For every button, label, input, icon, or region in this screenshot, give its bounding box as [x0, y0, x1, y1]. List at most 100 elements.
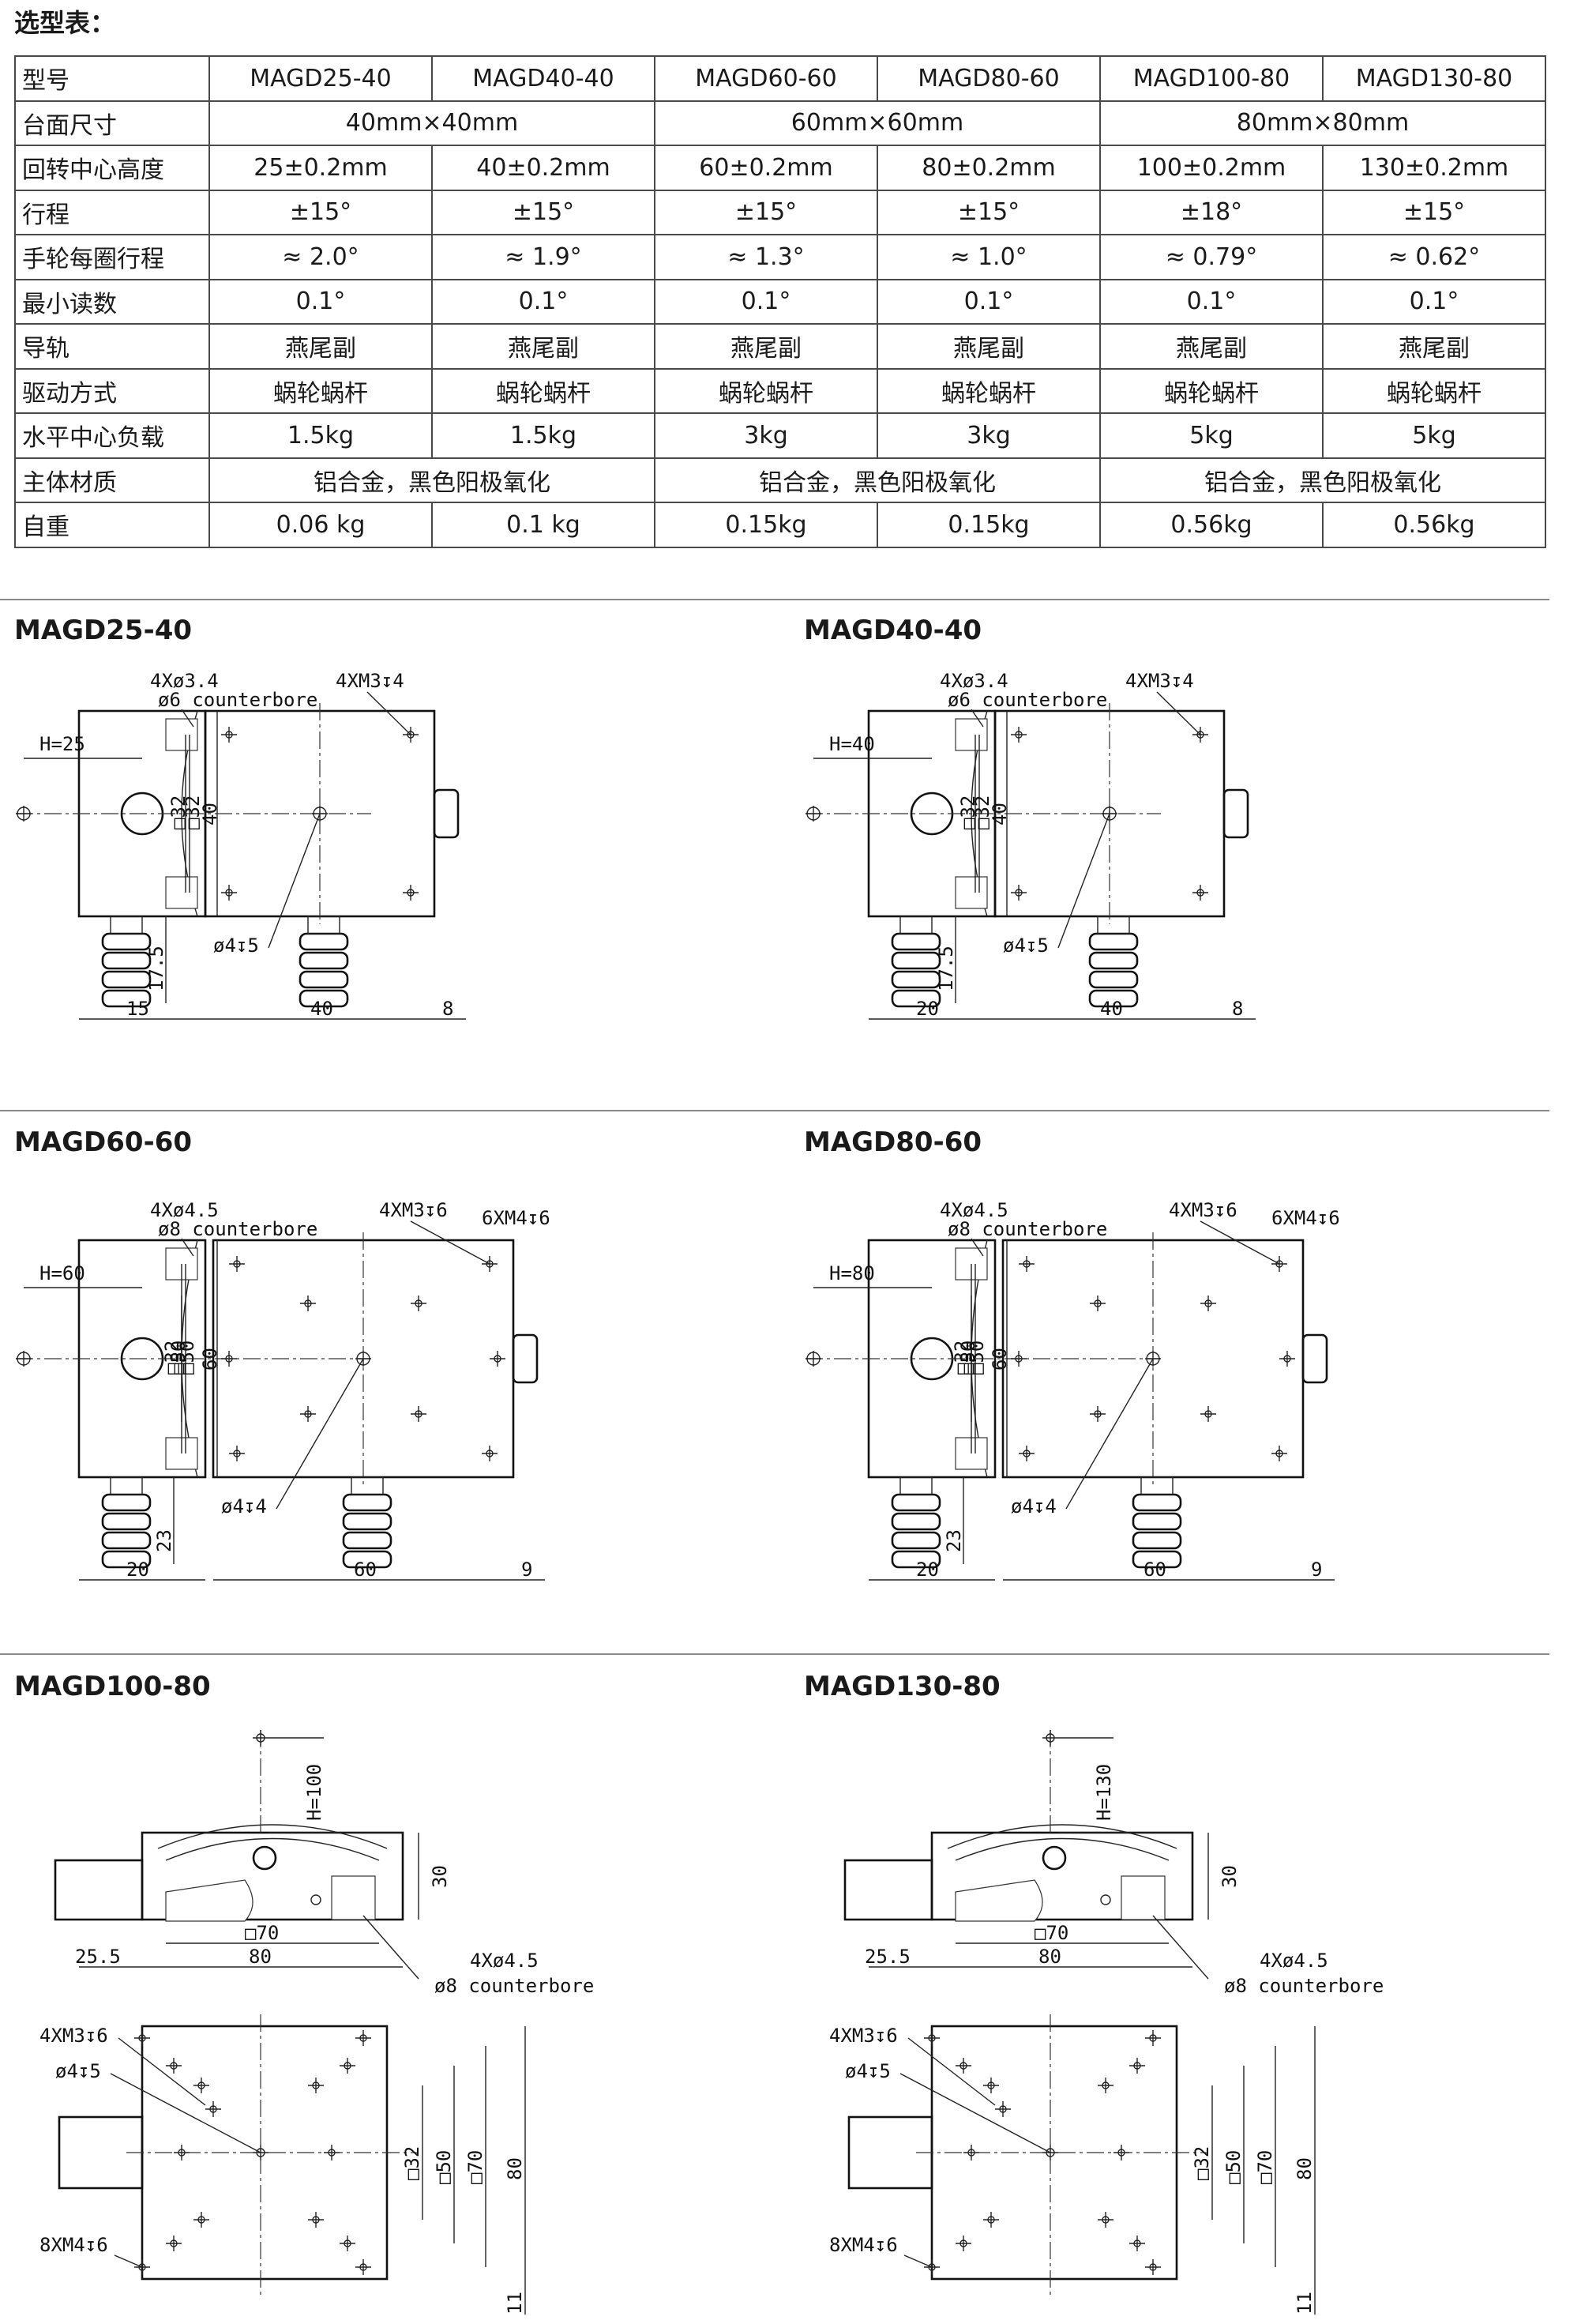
dimension-label: 40: [199, 803, 221, 825]
table-cell: 铝合金，黑色阳极氧化: [654, 457, 1101, 503]
dimension-label: 4XM3↧4: [1125, 670, 1194, 692]
dimension-label: 60: [1144, 1559, 1166, 1581]
dimension-label: 80: [1038, 1946, 1061, 1968]
knob-shaft: [110, 916, 143, 934]
dimension-label: H=60: [39, 1262, 85, 1284]
section-hatch: [1121, 1875, 1166, 1920]
dimension-label: 6XM4↧6: [482, 1207, 550, 1229]
table-cell: 0.1 kg: [431, 502, 655, 548]
row-label: 最小读数: [14, 278, 210, 325]
table-cell: ≈ 1.0°: [877, 234, 1101, 280]
table-row: 导轨燕尾副燕尾副燕尾副燕尾副燕尾副燕尾副: [14, 323, 1546, 370]
table-cell: ±15°: [654, 189, 878, 235]
table-header-model: MAGD100-80: [1099, 55, 1324, 102]
dimension-label: 4Xø3.4: [150, 670, 219, 692]
dimension-label: ø4↧4: [1011, 1495, 1057, 1517]
table-cell: 蜗轮蜗杆: [431, 367, 655, 414]
dimension-label: □50: [957, 1341, 979, 1374]
leader-line: [276, 1358, 364, 1510]
handwheel: [1301, 1333, 1328, 1384]
row-label: 水平中心负载: [14, 412, 210, 459]
dimension-label: ø4↧5: [213, 934, 259, 957]
dimension-label: 60: [989, 1348, 1011, 1371]
dimension-label: 80: [504, 2157, 526, 2180]
dimension-label: 8: [442, 998, 453, 1020]
knob-ring: [1132, 1493, 1182, 1512]
dimension-label: 11: [504, 2292, 526, 2315]
handwheel: [512, 1333, 539, 1384]
dimension-label: □32: [957, 795, 979, 829]
dimension-label: 40: [310, 998, 333, 1020]
dimension-label: 17.5: [145, 946, 167, 991]
dimension-label: ø8 counterbore: [434, 1975, 594, 1997]
table-cell: ≈ 1.3°: [654, 234, 878, 280]
dimension-label: ø8 counterbore: [158, 1218, 317, 1240]
table-cell: 燕尾副: [1322, 323, 1546, 370]
table-cell: 0.1°: [431, 278, 655, 325]
knob-ring: [891, 932, 941, 951]
row-label: 回转中心高度: [14, 145, 210, 191]
dimension-label: □50: [433, 2150, 455, 2184]
handwheel: [843, 1859, 933, 1921]
leader-line: [1152, 1915, 1209, 1980]
table-cell: 1.5kg: [208, 412, 433, 459]
table-cell: 5kg: [1099, 412, 1324, 459]
model-title: MAGD40-40: [804, 615, 982, 646]
dimension-label: 4Xø4.5: [150, 1199, 219, 1221]
dimension-label: ø8 counterbore: [948, 1218, 1107, 1240]
table-cell: ±15°: [208, 189, 433, 235]
dimension-label: 60: [354, 1559, 377, 1581]
section-hatch: [955, 876, 988, 909]
handwheel: [433, 788, 460, 839]
scale-arc: [947, 1824, 1177, 1849]
leader-line: [1057, 813, 1110, 949]
table-row: 手轮每圈行程≈ 2.0°≈ 1.9°≈ 1.3°≈ 1.0°≈ 0.79°≈ 0…: [14, 234, 1546, 280]
table-cell: 蜗轮蜗杆: [654, 367, 878, 414]
leader-line: [181, 1238, 194, 1257]
knob-ring: [891, 1550, 941, 1569]
handwheel: [54, 1859, 144, 1921]
table-cell: 0.56kg: [1099, 502, 1324, 548]
model-title: MAGD25-40: [14, 615, 193, 646]
divider: [0, 1110, 1549, 1111]
table-cell: 蜗轮蜗杆: [208, 367, 433, 414]
knob-ring: [101, 951, 152, 970]
dimension-label: 30: [1219, 1865, 1241, 1888]
model-title: MAGD80-60: [804, 1126, 982, 1158]
table-cell: 0.56kg: [1322, 502, 1546, 548]
dimension-label: □50: [176, 1341, 198, 1374]
leader-line: [899, 2073, 1051, 2153]
table-header-model: MAGD130-80: [1322, 55, 1546, 102]
dimension-label: 8XM4↧6: [39, 2234, 108, 2256]
knob-ring: [342, 1531, 392, 1550]
knob-shaft: [1140, 1476, 1174, 1495]
table-cell: 0.1°: [654, 278, 878, 325]
table-cell: 60±0.2mm: [654, 145, 878, 191]
table-cell: 0.06 kg: [208, 502, 433, 548]
dimension-label: 4XM3↧4: [336, 670, 404, 692]
section-hatch: [955, 718, 988, 751]
table-cell: 蜗轮蜗杆: [877, 367, 1101, 414]
divider: [0, 1653, 1549, 1655]
dimension-label: 15: [126, 998, 149, 1020]
knob-ring: [1088, 970, 1139, 989]
table-cell: 1.5kg: [431, 412, 655, 459]
dimension-label: 23: [943, 1529, 965, 1552]
scale-arc: [955, 1837, 1170, 1861]
leader-line: [118, 2037, 206, 2106]
dimension-label: ø4↧5: [845, 2060, 891, 2082]
knob-shaft: [351, 1476, 384, 1495]
dimension-label: 80: [1294, 2157, 1316, 2180]
table-cell: 燕尾副: [1099, 323, 1324, 370]
leader-line: [110, 2073, 261, 2153]
dimension-label: 20: [916, 1559, 939, 1581]
row-label: 手轮每圈行程: [14, 234, 210, 280]
knob-ring: [891, 989, 941, 1008]
table-cell: 0.15kg: [877, 502, 1101, 548]
table-cell: 5kg: [1322, 412, 1546, 459]
dimension-label: 25.5: [865, 1946, 911, 1968]
